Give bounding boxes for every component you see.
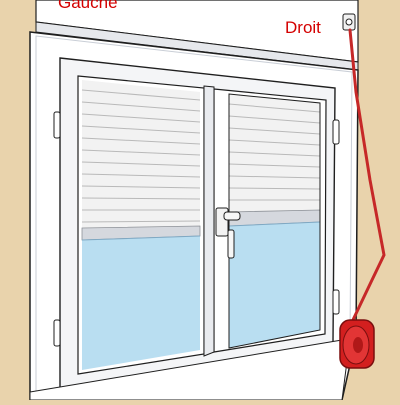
left-leaf	[77, 75, 205, 375]
center-mullion	[203, 85, 215, 357]
hinge-icon	[53, 111, 340, 347]
strap-guide-icon	[342, 13, 356, 31]
label-gauche: Gauche	[58, 0, 118, 12]
right-leaf	[213, 88, 327, 353]
strap	[348, 28, 386, 324]
window-sill	[29, 337, 351, 401]
label-droit: Droit	[285, 18, 321, 37]
window-handle-icon	[215, 207, 241, 259]
strap-winder-icon	[339, 319, 375, 369]
